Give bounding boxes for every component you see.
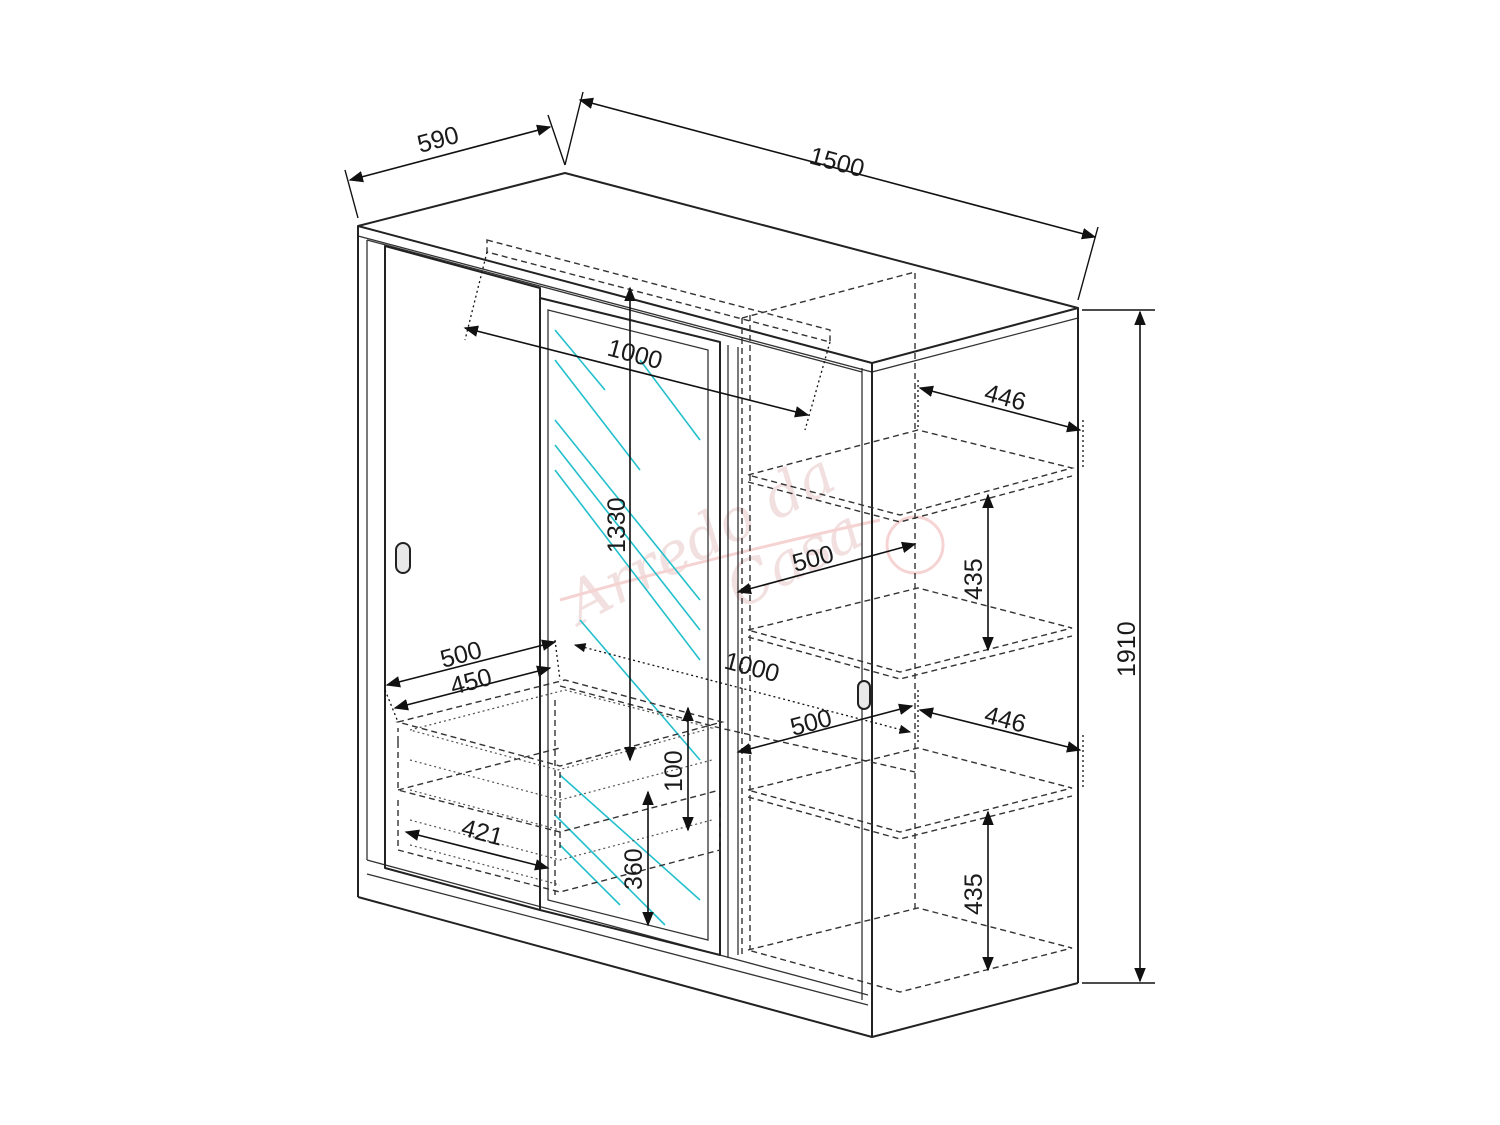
shelf-2 [745,587,1073,680]
drawer-runner [554,685,916,895]
label-height: 1910 [1113,621,1141,677]
dim-shelf-width-top-line [736,541,917,595]
label-drawer-rail: 1000 [721,647,782,688]
cabinet-top-thickness [357,226,1079,373]
label-shelf-depth-top: 446 [981,379,1029,417]
dim-shelf-depth-mid-line [918,707,1082,753]
label-drawer-width-right: 500 [787,704,835,742]
drawer-2-inner [409,759,713,831]
label-depth: 590 [414,121,462,159]
mirror-reflection-lines [554,329,701,926]
dim-drawer-inner-line [393,665,552,711]
label-mirror-height: 1330 [603,497,631,553]
dimension-lines [344,91,1155,984]
label-shelf-spacing-bottom: 435 [960,873,988,915]
drawer-3-inner [409,819,713,886]
label-shelf-depth-mid: 446 [981,701,1029,739]
label-drawer-stack-height: 360 [620,848,648,890]
label-rail-length: 1000 [604,334,665,375]
label-drawer-front: 421 [458,814,506,852]
label-width: 1500 [806,142,867,183]
left-sliding-door [384,245,541,911]
dim-width-line [578,97,1097,240]
watermark-ribbon-icon [559,518,881,602]
label-shelf-spacing-top: 435 [960,558,988,600]
drawer-2 [397,742,721,833]
right-shelves [745,429,1075,993]
hanging-rail [486,239,831,343]
dim-drawer-front-line [404,829,550,871]
label-drawer-height: 100 [660,750,688,792]
mirror-pane-outline [547,309,709,941]
interior-divider-panel [741,271,916,955]
left-door-handle [395,542,411,574]
dim-rail-line [463,325,810,418]
cabinet-plinth [357,896,1079,1038]
shelf-3 [745,747,1073,840]
dim-drawer-right-line [736,703,914,755]
shelf-bottom [745,907,1073,993]
left-door-outline [384,245,541,911]
right-door-handle [857,680,871,710]
left-drawers [395,679,916,895]
drawer-3 [397,800,721,893]
dim-depth-line [348,124,552,183]
cabinet-left-inner [366,240,386,868]
shelf-1 [745,429,1075,523]
dim-shelf-depth-top-line [918,385,1082,433]
cabinet-plinth-top [366,859,869,1006]
